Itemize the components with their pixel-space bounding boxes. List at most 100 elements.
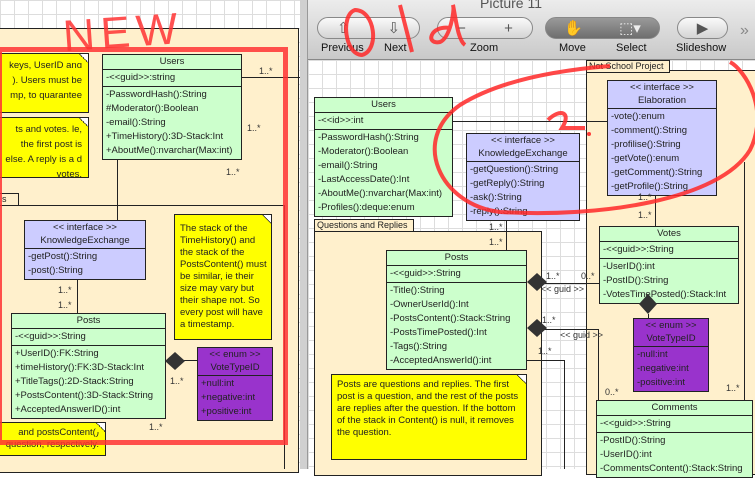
class-name: Users bbox=[159, 56, 185, 67]
class-name: Votes bbox=[657, 228, 681, 239]
association-line bbox=[744, 162, 745, 400]
operation: -comment():String bbox=[611, 125, 688, 136]
operation: -positive:int bbox=[637, 377, 686, 388]
operations-section: -getQuestion():String-getReply():String-… bbox=[467, 162, 579, 220]
operation: -PasswordHash():String bbox=[106, 89, 207, 100]
slideshow-button[interactable]: ▶ bbox=[677, 17, 728, 39]
attribute: -<<guid>>:String bbox=[603, 244, 674, 255]
attribute: -<<guid>>:String bbox=[15, 331, 86, 342]
interface-knowledge-exchange-new[interactable]: << interface >>KnowledgeExchange-getPost… bbox=[24, 220, 146, 280]
zoom-in-icon[interactable]: + bbox=[504, 19, 513, 37]
operation: +PostsContent():3D-Stack:String bbox=[15, 390, 154, 401]
operation: -null:int bbox=[637, 349, 668, 360]
hand-icon[interactable]: ✋ bbox=[564, 20, 583, 37]
attribute: -<<id>>:int bbox=[318, 115, 364, 126]
note: The stack of the TimeHistory() and the s… bbox=[174, 214, 272, 340]
operation: +AcceptedAnswerID():int bbox=[15, 404, 121, 415]
stereotype: << interface >> bbox=[491, 135, 555, 146]
operation: -email():String bbox=[318, 160, 378, 171]
arrow-up-icon[interactable]: ⇧ bbox=[336, 20, 350, 37]
class-header: Posts bbox=[12, 314, 165, 329]
class-name: Elaboration bbox=[637, 95, 687, 106]
attributes-section: -<<guid>>:String bbox=[12, 329, 165, 346]
operation: -LastAccessDate():Int bbox=[318, 174, 410, 185]
stereotype: << interface >> bbox=[53, 222, 117, 233]
class-users-new[interactable]: Users -<<guid>>:string -PasswordHash():Str… bbox=[102, 54, 242, 160]
multiplicity: 1..* bbox=[546, 271, 560, 281]
enum-vote-type-old[interactable]: << enum >> VoteTypeID -null:int -negative:i… bbox=[633, 318, 709, 392]
attribute: -<<guid>>:String bbox=[390, 268, 461, 279]
operation: +UserID():FK:String bbox=[15, 348, 99, 359]
play-icon[interactable]: ▶ bbox=[696, 20, 709, 37]
class-votes[interactable]: Votes -<<guid>>:String -UserID():int-PostI… bbox=[599, 226, 739, 304]
next-label[interactable]: Next bbox=[384, 42, 407, 54]
operation: -getQuestion():String bbox=[470, 164, 559, 175]
association-line bbox=[543, 329, 599, 330]
interface-elaboration[interactable]: << interface >> Elaboration -vote():enum-c… bbox=[607, 80, 717, 196]
zoom-out-icon[interactable]: − bbox=[457, 19, 466, 37]
operation: -OwnerUserId():Int bbox=[390, 299, 469, 310]
operation: -getVote():enum bbox=[611, 153, 680, 164]
association-line bbox=[117, 160, 118, 220]
package-not-school-tab: Not School Project bbox=[586, 60, 670, 73]
operation: +TitleTags():2D-Stack:String bbox=[15, 376, 134, 387]
class-header: Votes bbox=[600, 227, 738, 242]
class-header: << enum >>VoteTypeID bbox=[198, 348, 272, 376]
stereotype: << enum >> bbox=[645, 320, 697, 331]
operation: #Moderator():Boolean bbox=[106, 103, 199, 114]
operation: -AboutMe():nvarchar(Max:int) bbox=[318, 188, 443, 199]
select-icon[interactable]: ⬚▾ bbox=[619, 20, 641, 37]
operations-section: -UserID():int-PostID():String-VotesTimeP… bbox=[600, 259, 738, 303]
previous-label[interactable]: Previous bbox=[321, 42, 364, 54]
zoom-button[interactable]: −+ bbox=[437, 17, 533, 39]
attributes-section: -<<guid>>:String bbox=[600, 242, 738, 259]
select-label[interactable]: Select bbox=[616, 42, 647, 54]
note: ts and votes. le, the first post is else… bbox=[0, 117, 89, 178]
operation: +null:int bbox=[201, 378, 235, 389]
operation: +timeHistory():FK:3D-Stack:Int bbox=[15, 362, 145, 373]
operation: +AboutMe():nvarchar(Max:int) bbox=[106, 145, 233, 156]
package-questions-replies-tab: Questions and Replies bbox=[314, 219, 414, 232]
move-select-button[interactable]: ✋ ⬚▾ bbox=[545, 17, 660, 39]
slideshow-label[interactable]: Slideshow bbox=[676, 42, 727, 54]
operation: -Title():String bbox=[390, 285, 445, 296]
attribute: -<<guid>>:String bbox=[600, 418, 671, 429]
operation: -email():String bbox=[106, 117, 166, 128]
package-border bbox=[284, 205, 285, 469]
operation: -PostID():String bbox=[600, 435, 666, 446]
class-posts-old[interactable]: Posts -<<guid>>:String -Title():String -Own… bbox=[386, 250, 527, 370]
stereotype: << enum >> bbox=[209, 349, 261, 360]
attributes-section: -<<guid>>:String bbox=[597, 416, 752, 433]
operation: -post():String bbox=[28, 265, 83, 276]
operation: -UserID():int bbox=[603, 261, 655, 272]
preview-toolbar: Picture 11 ⇧⇩ −+ ✋⬚▾ ▶ » Previous Next Z… bbox=[308, 0, 755, 60]
class-posts-new[interactable]: Posts -<<guid>>:String +UserID():FK:String… bbox=[11, 313, 166, 419]
operation: -getProfile():String bbox=[611, 181, 689, 192]
attributes-section: -<<id>>:int bbox=[315, 113, 452, 130]
attribute: -<<guid>>:string bbox=[106, 72, 176, 83]
move-label[interactable]: Move bbox=[559, 42, 586, 54]
operations-section: +null:int+negative:int+positive:int bbox=[198, 376, 272, 420]
overflow-icon[interactable]: » bbox=[740, 22, 749, 39]
class-name: VoteTypeID bbox=[646, 333, 696, 344]
class-users-old[interactable]: Users-<<id>>:int-PasswordHash():String-M… bbox=[314, 97, 453, 217]
association-line bbox=[241, 77, 300, 78]
class-comments[interactable]: Comments-<<guid>>:String-PostID():String… bbox=[596, 400, 753, 478]
enum-vote-type-new[interactable]: << enum >>VoteTypeID+null:int+negative:i… bbox=[197, 347, 273, 421]
operation: -negative:int bbox=[637, 363, 689, 374]
class-name: Posts bbox=[444, 252, 469, 263]
association-line bbox=[452, 121, 607, 122]
prev-next-button[interactable]: ⇧⇩ bbox=[317, 17, 420, 39]
multiplicity: 1..* bbox=[247, 123, 261, 133]
interface-knowledge-exchange-old[interactable]: << interface >>KnowledgeExchange-getQues… bbox=[466, 133, 580, 221]
arrow-down-icon[interactable]: ⇩ bbox=[387, 20, 401, 37]
multiplicity: 1..* bbox=[726, 383, 740, 393]
operation: -ask():String bbox=[470, 192, 522, 203]
association-line bbox=[77, 279, 78, 313]
class-header: << interface >>KnowledgeExchange bbox=[25, 221, 145, 249]
zoom-label[interactable]: Zoom bbox=[470, 42, 499, 54]
operation: -Moderator():Boolean bbox=[318, 146, 409, 157]
guid-label: << guid >> bbox=[541, 284, 585, 294]
stereotype: << interface >> bbox=[630, 82, 694, 93]
operations-section: -vote():enum-comment():String-profilise(… bbox=[608, 109, 716, 195]
